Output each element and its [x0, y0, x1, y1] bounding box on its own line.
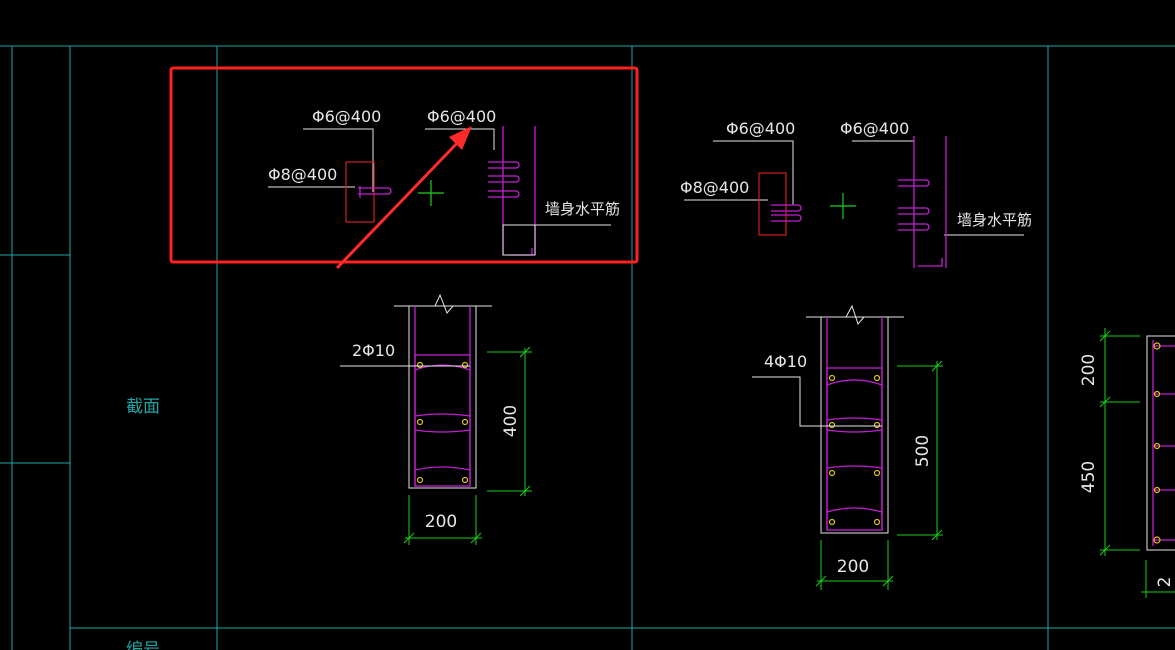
- tie-hook-2a: [771, 204, 802, 212]
- dim-width-label-3: 2: [1155, 577, 1175, 588]
- rebar-point: [416, 476, 424, 484]
- dim-height-label: 400: [501, 405, 521, 437]
- tie-2-3: [826, 429, 883, 433]
- tie-2-1: [826, 379, 883, 386]
- wall-hook-3: [488, 190, 520, 198]
- tie-2-5: [826, 507, 883, 513]
- label-wall-rebar: 墙身水平筋: [545, 200, 620, 218]
- dim-width-label: 200: [425, 512, 457, 532]
- wall-bottom-hook-2: [918, 258, 943, 267]
- wall-hook-1: [488, 161, 520, 169]
- section-3-partial: 200 450 2: [1079, 328, 1175, 598]
- crosshair-icon: [830, 193, 856, 219]
- rebar-point: [1153, 486, 1161, 494]
- tie-4: [414, 466, 471, 471]
- arrow-pointer-icon: [335, 126, 472, 270]
- dim-tick: [519, 485, 531, 497]
- stirrup-outer-2: [826, 367, 883, 531]
- section-outline-2: [820, 316, 889, 534]
- rebar-point: [873, 518, 881, 526]
- rebar-point: [873, 469, 881, 477]
- leader-line-top-left: [303, 128, 374, 192]
- leader-line-top-right: [425, 128, 495, 150]
- tie-1: [414, 364, 471, 371]
- section-row-label: 截面: [126, 397, 160, 417]
- detail-1: Φ6@400 Φ6@400 Φ8@400 墙身水平筋: [169, 66, 639, 264]
- label-wall-rebar-2: 墙身水平筋: [957, 211, 1032, 229]
- tie-hook: [358, 187, 392, 195]
- column-outline-2: [758, 172, 787, 236]
- leader-line-top-left-2: [713, 140, 794, 205]
- rebar-point: [873, 421, 881, 429]
- rebar-point: [1153, 442, 1161, 450]
- rebar-point: [416, 418, 424, 426]
- rebar-point: [1153, 536, 1161, 544]
- section-outline-3: [1146, 335, 1175, 551]
- rebar-point: [461, 476, 469, 484]
- rebar-point: [828, 421, 836, 429]
- dim-bottom-label-3: 450: [1079, 461, 1099, 493]
- rebar-label: 2Φ10: [352, 341, 395, 360]
- wall-hook-2-1: [898, 179, 930, 187]
- rebar-point: [1153, 342, 1161, 350]
- dim-tick: [1099, 330, 1111, 342]
- rebar-point: [828, 469, 836, 477]
- label-top-right: Φ6@400: [427, 107, 496, 126]
- tie-2-2: [826, 417, 883, 421]
- dim-height-label-2: 500: [913, 435, 933, 467]
- rebar-point: [828, 518, 836, 526]
- section-outline: [408, 305, 477, 489]
- dim-tick: [931, 360, 943, 372]
- leader-line-top-right-2: [852, 140, 915, 190]
- dim-tick: [1099, 396, 1111, 408]
- wall-hook-2-2: [898, 207, 930, 215]
- dim-width-label-2: 200: [837, 557, 869, 577]
- dim-tick: [519, 346, 531, 358]
- dim-tick: [1099, 544, 1111, 556]
- stirrup-outer: [414, 354, 471, 487]
- highlight-box[interactable]: [169, 66, 639, 264]
- tie-2-4: [826, 465, 883, 469]
- dim-tick: [931, 529, 943, 541]
- rebar-point: [873, 374, 881, 382]
- rebar-point: [461, 361, 469, 369]
- label-top-right-2: Φ6@400: [840, 119, 909, 138]
- label-left-2: Φ8@400: [680, 178, 749, 197]
- label-left: Φ8@400: [268, 165, 337, 184]
- dim-tick: [815, 575, 827, 587]
- tie-3: [414, 429, 471, 433]
- label-top-left-2: Φ6@400: [726, 119, 795, 138]
- rebar-point: [1153, 390, 1161, 398]
- wall-hook-2-3: [898, 223, 930, 231]
- rebar-label-2: 4Φ10: [764, 352, 807, 371]
- dim-tick: [882, 575, 894, 587]
- crosshair-icon: [418, 180, 444, 206]
- wall-end-box: [502, 224, 536, 256]
- detail-2: Φ6@400 Φ6@400 Φ8@400 墙身水平筋: [680, 119, 1032, 268]
- column-outline: [345, 161, 375, 223]
- wall-hook-2: [488, 175, 520, 183]
- rebar-point: [416, 361, 424, 369]
- dim-top-label-3: 200: [1079, 354, 1099, 386]
- section-2: 4Φ10 500 200: [752, 304, 943, 590]
- rebar-leader-line-2: [752, 376, 882, 427]
- dim-tick: [470, 532, 482, 544]
- rebar-point: [828, 374, 836, 382]
- label-top-left: Φ6@400: [312, 107, 381, 126]
- number-row-label: 编号: [126, 640, 160, 650]
- rebar-point: [461, 418, 469, 426]
- wall-bottom-hook: [508, 248, 533, 256]
- table-grid: [0, 45, 1175, 650]
- tie-2: [414, 413, 471, 417]
- dim-tick: [403, 532, 415, 544]
- section-1: 2Φ10 400 200: [340, 293, 532, 545]
- tie-hook-2b: [771, 214, 802, 222]
